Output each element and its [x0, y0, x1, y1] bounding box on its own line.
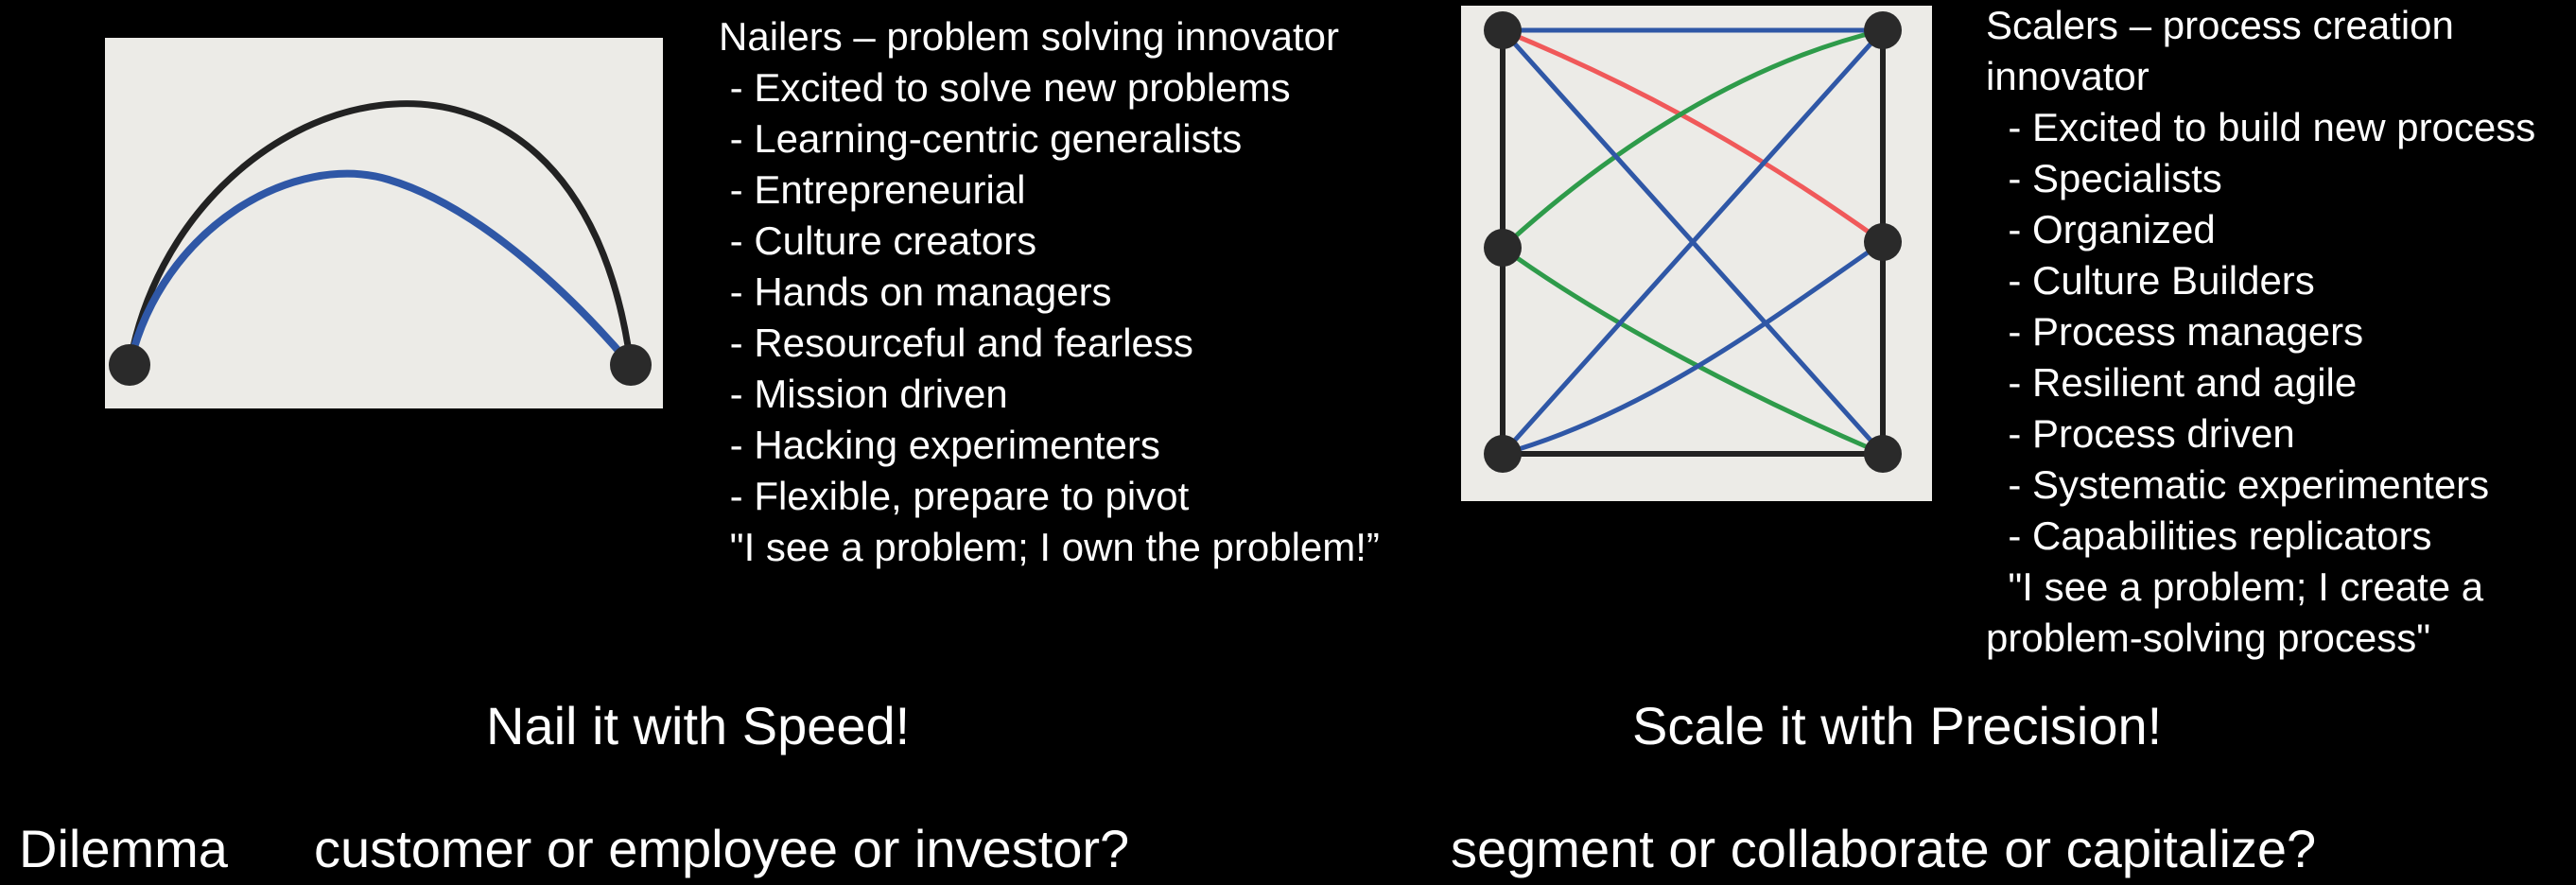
nailers-title: Nailers – problem solving innovator — [719, 14, 1339, 59]
scalers-quote: "I see a problem; I create a — [1986, 564, 2484, 609]
blue-diagonal-up — [1501, 28, 1885, 456]
nailers-trait: - Entrepreneurial — [719, 167, 1026, 212]
scalers-trait: - Specialists — [1986, 156, 2222, 200]
nailers-description: Nailers – problem solving innovator - Ex… — [719, 11, 1380, 573]
node-bottom-right — [1864, 435, 1902, 473]
node-top-left — [1484, 11, 1522, 49]
scalers-title: Scalers – process creation — [1986, 3, 2454, 47]
red-curve — [1502, 27, 1885, 245]
scalers-network-diagram — [1461, 6, 1932, 501]
dilemma-label: Dilemma — [19, 819, 228, 878]
node-top-right — [1864, 11, 1902, 49]
scalers-trait: - Organized — [1986, 207, 2216, 252]
nailers-trait: - Mission driven — [719, 372, 1008, 416]
left-node — [109, 344, 150, 386]
dilemma-scalers-question: segment or collaborate or capitalize? — [1451, 819, 2317, 878]
scalers-trait: - Culture Builders — [1986, 258, 2315, 303]
green-curve-bottom — [1501, 245, 1884, 457]
nailers-arc-diagram — [105, 38, 663, 408]
scalers-title-cont: innovator — [1986, 54, 2150, 98]
nailers-trait: - Learning-centric generalists — [719, 116, 1243, 161]
node-mid-right — [1864, 223, 1902, 261]
scalers-trait: - Capabilities replicators — [1986, 513, 2432, 558]
nailers-trait: - Flexible, prepare to pivot — [719, 474, 1190, 518]
node-mid-left — [1484, 229, 1522, 267]
nailers-trait: - Resourceful and fearless — [719, 321, 1193, 365]
node-bottom-left — [1484, 435, 1522, 473]
dilemma-nailers-question: customer or employee or investor? — [314, 819, 1130, 878]
blue-curve — [1502, 239, 1885, 457]
scalers-trait: - Resilient and agile — [1986, 360, 2358, 405]
nailers-trait: - Excited to solve new problems — [719, 65, 1291, 110]
scalers-trait: - Systematic experimenters — [1986, 462, 2490, 507]
scalers-trait: - Process driven — [1986, 411, 2295, 456]
right-node — [610, 344, 652, 386]
scalers-trait: - Excited to build new process — [1986, 105, 2536, 149]
scalers-description: Scalers – process creation innovator - E… — [1986, 0, 2535, 664]
scalers-trait: - Process managers — [1986, 309, 2364, 354]
nailers-trait: - Hacking experimenters — [719, 423, 1160, 467]
nail-slogan: Nail it with Speed! — [486, 696, 911, 755]
inner-arc — [126, 169, 635, 368]
green-curve-top — [1501, 27, 1884, 250]
scalers-quote-cont: problem-solving process" — [1986, 616, 2431, 660]
nailers-trait: - Hands on managers — [719, 269, 1112, 314]
nailers-quote: "I see a problem; I own the problem!” — [719, 525, 1380, 569]
nailers-trait: - Culture creators — [719, 218, 1037, 263]
outer-arc — [126, 100, 635, 366]
scale-slogan: Scale it with Precision! — [1632, 696, 2163, 755]
